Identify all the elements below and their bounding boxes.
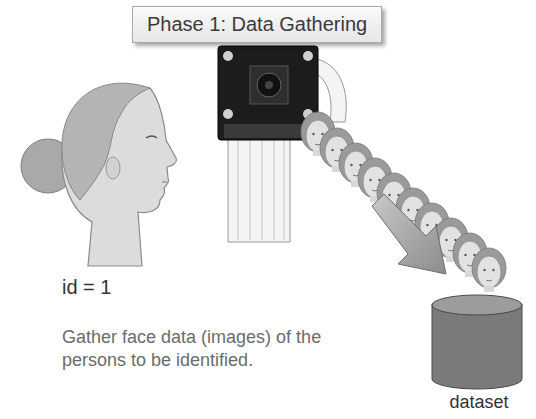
dataset-cylinder: dataset bbox=[428, 294, 530, 413]
description-note: Gather face data (images) of the persons… bbox=[62, 326, 362, 373]
flow-arrow bbox=[372, 194, 446, 274]
cylinder-shape bbox=[428, 294, 526, 390]
node-label: dataset bbox=[428, 392, 530, 413]
face-stack bbox=[301, 112, 506, 292]
title: Phase 1: Data Gathering bbox=[147, 13, 367, 36]
id-label: id = 1 bbox=[62, 274, 182, 300]
face-profile bbox=[21, 83, 176, 266]
face-image bbox=[472, 248, 506, 292]
title-box: Phase 1: Data Gathering bbox=[132, 6, 382, 43]
